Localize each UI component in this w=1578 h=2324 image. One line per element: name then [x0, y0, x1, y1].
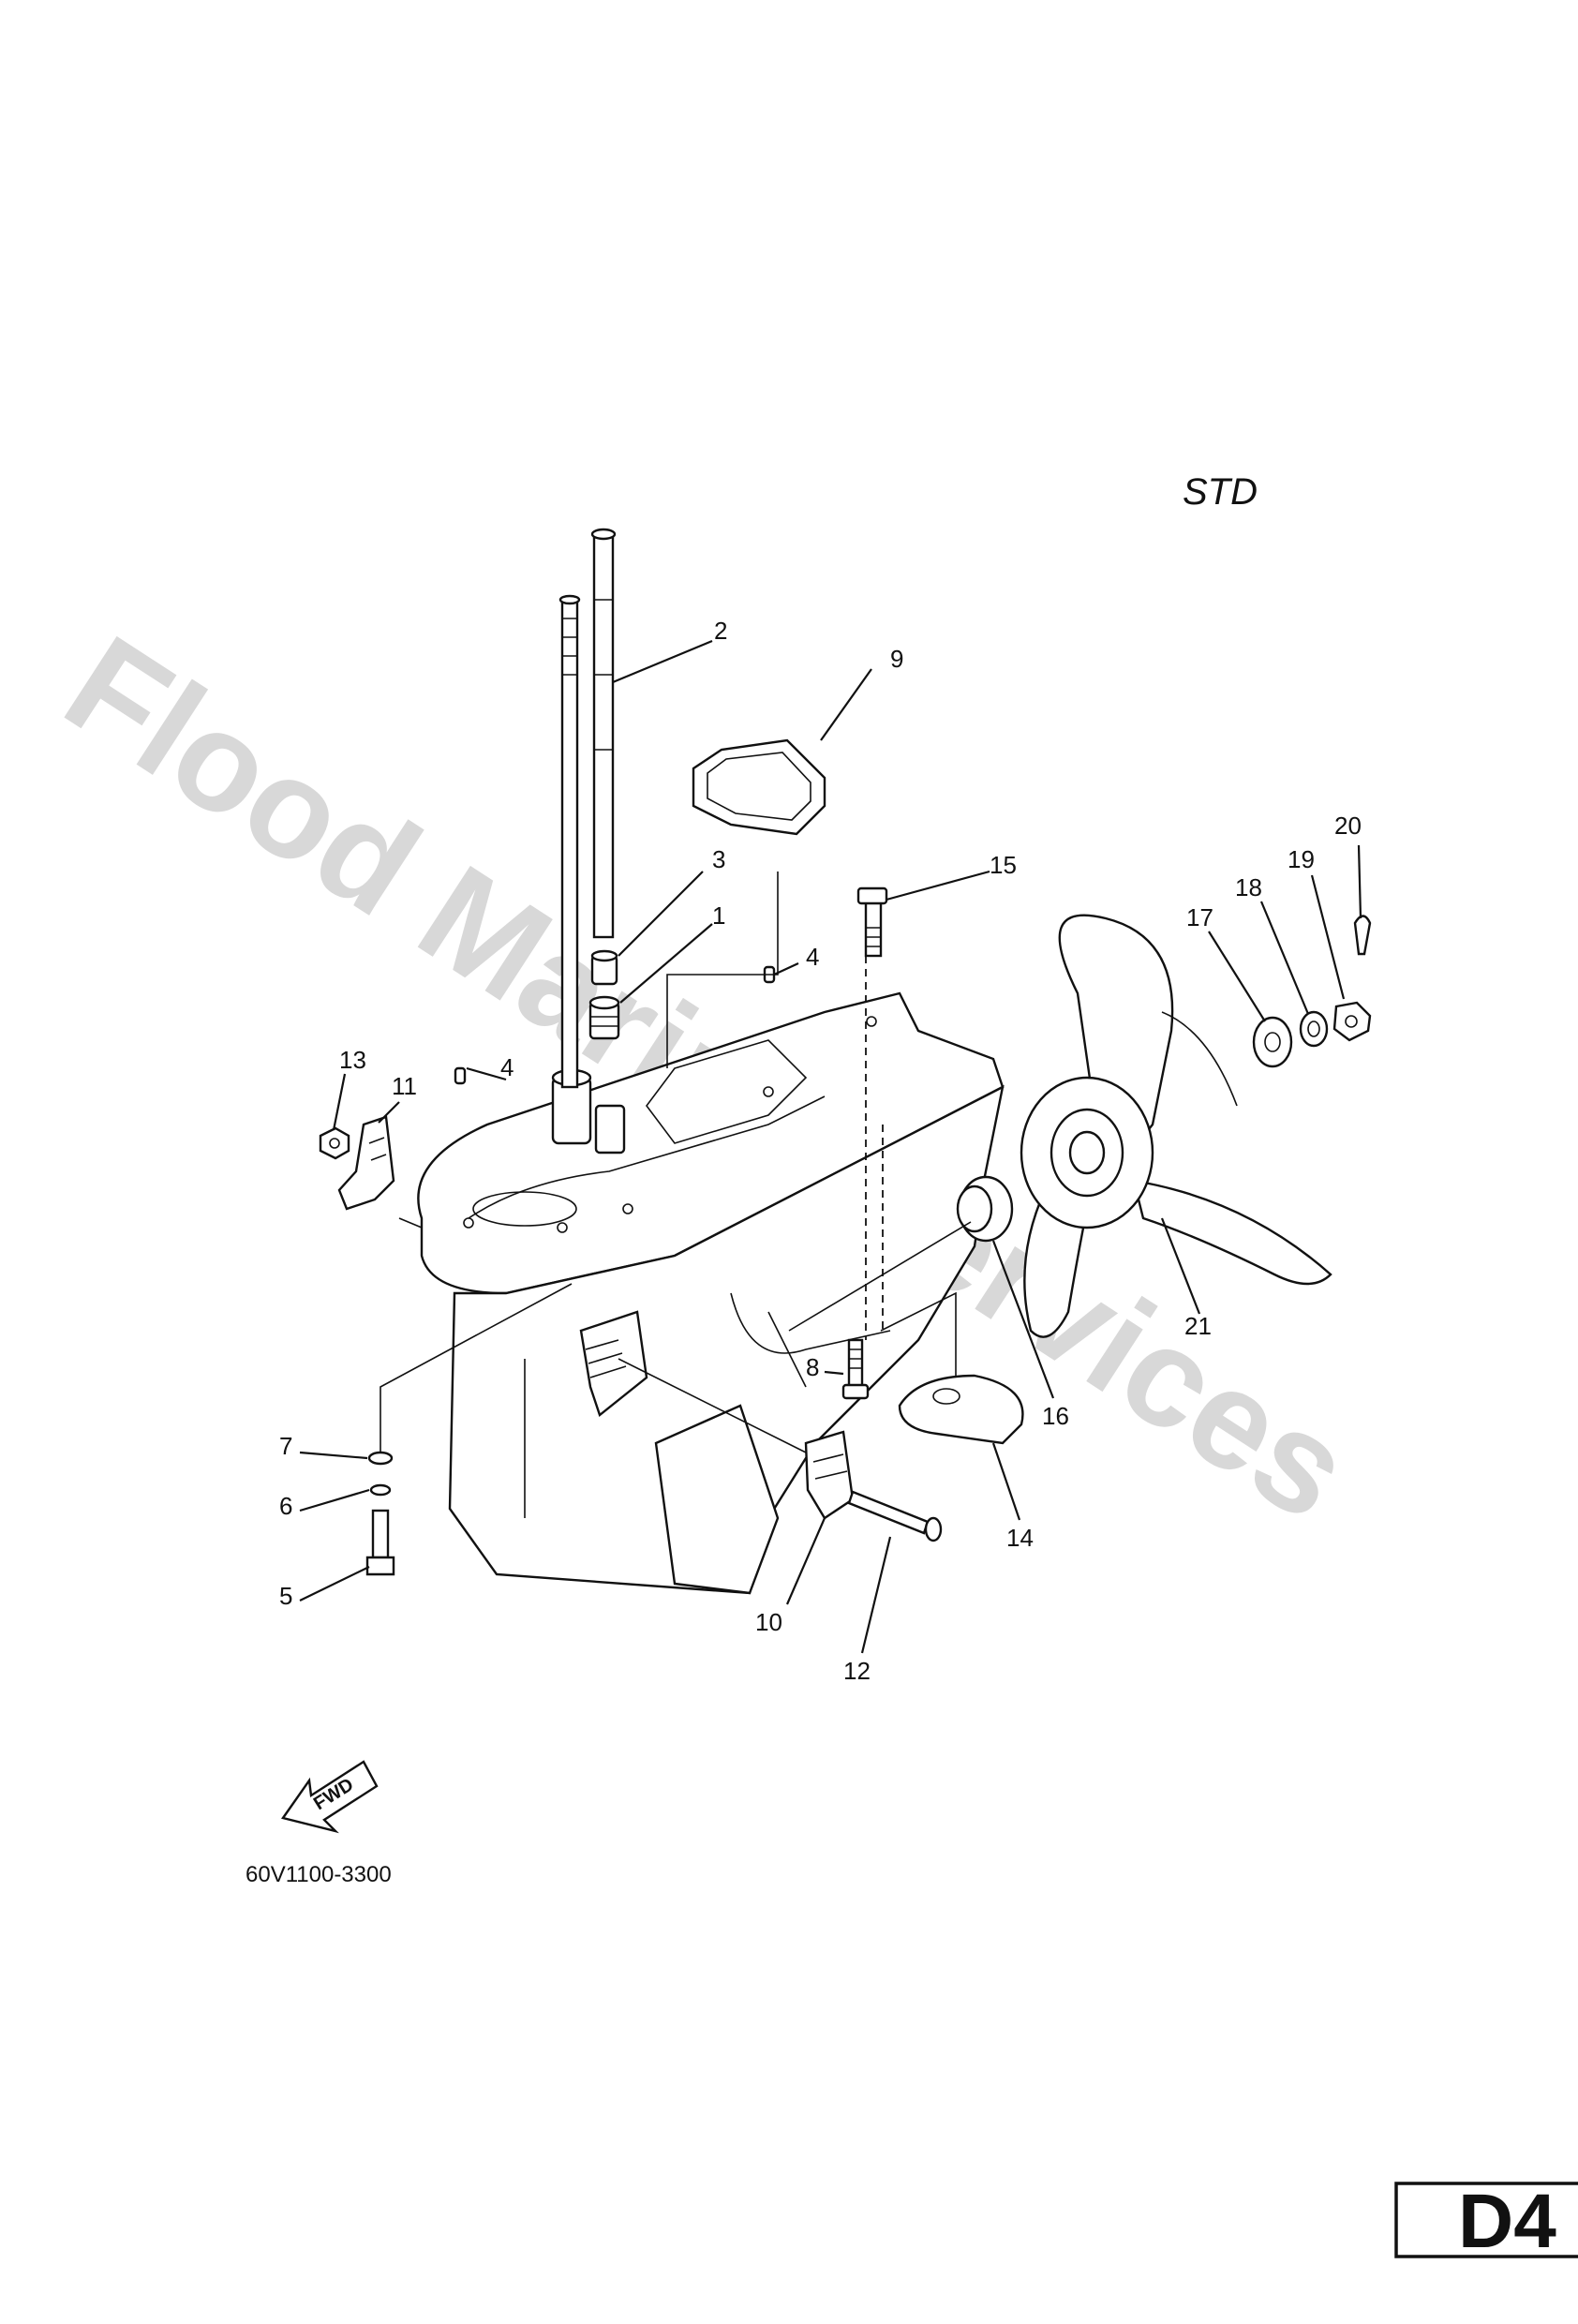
callout-2: 2 [714, 617, 727, 645]
callout-9: 9 [890, 645, 903, 673]
leader-lines [299, 639, 1362, 1654]
bushing [590, 949, 618, 986]
callout-7: 7 [279, 1432, 292, 1460]
page-id-tab: D4 [1394, 2179, 1578, 2264]
bolt-5 [365, 1509, 395, 1576]
cotter-pin-20 [1353, 915, 1372, 956]
bolt-15 [856, 886, 888, 958]
bracket-11 [337, 1115, 395, 1211]
callout-4-right: 4 [806, 943, 819, 971]
page-id: D4 [1458, 2179, 1556, 2264]
callout-21: 21 [1184, 1312, 1212, 1340]
callout-6: 6 [279, 1492, 292, 1520]
nut-13 [319, 1126, 350, 1160]
lower-casing [417, 991, 1005, 1595]
callout-8: 8 [806, 1353, 819, 1381]
oil-seal [588, 995, 620, 1040]
drive-shaft [590, 528, 617, 939]
callout-1: 1 [712, 901, 725, 930]
gasket [692, 738, 826, 836]
callout-4-left: 4 [500, 1053, 514, 1081]
bolt-8 [841, 1338, 870, 1400]
diagram-code: 60V1100-3300 [246, 1862, 392, 1887]
spacer-17 [1252, 1016, 1293, 1068]
callout-18: 18 [1235, 873, 1262, 901]
callout-15: 15 [990, 851, 1017, 879]
washer-18 [1299, 1010, 1329, 1048]
propeller [1020, 914, 1332, 1338]
callout-12: 12 [843, 1657, 871, 1685]
callout-11: 11 [392, 1072, 417, 1100]
callout-13: 13 [339, 1046, 366, 1074]
washer-7 [367, 1451, 394, 1466]
callout-19: 19 [1288, 845, 1315, 873]
thrust-washer-16 [956, 1175, 1014, 1243]
anode-14 [898, 1374, 1024, 1445]
callout-10: 10 [755, 1608, 782, 1636]
screw-12 [847, 1490, 943, 1542]
castle-nut-19 [1332, 1001, 1372, 1042]
callout-3: 3 [712, 845, 725, 873]
callout-5: 5 [279, 1582, 292, 1610]
callout-20: 20 [1334, 812, 1362, 840]
callout-17: 17 [1186, 903, 1213, 931]
variant-label: STD [1183, 471, 1258, 513]
callout-16: 16 [1042, 1402, 1069, 1430]
lock-washer-6 [369, 1483, 392, 1497]
dowel-pin-left [454, 1066, 467, 1085]
callout-14: 14 [1006, 1524, 1034, 1552]
shift-rod [558, 594, 581, 1089]
trim-tab-10 [804, 1430, 855, 1520]
forward-arrow-icon: FWD [281, 1760, 379, 1834]
callout-labels: 1 2 3 4 4 5 6 7 8 9 10 11 12 13 14 15 16… [279, 617, 1362, 1685]
